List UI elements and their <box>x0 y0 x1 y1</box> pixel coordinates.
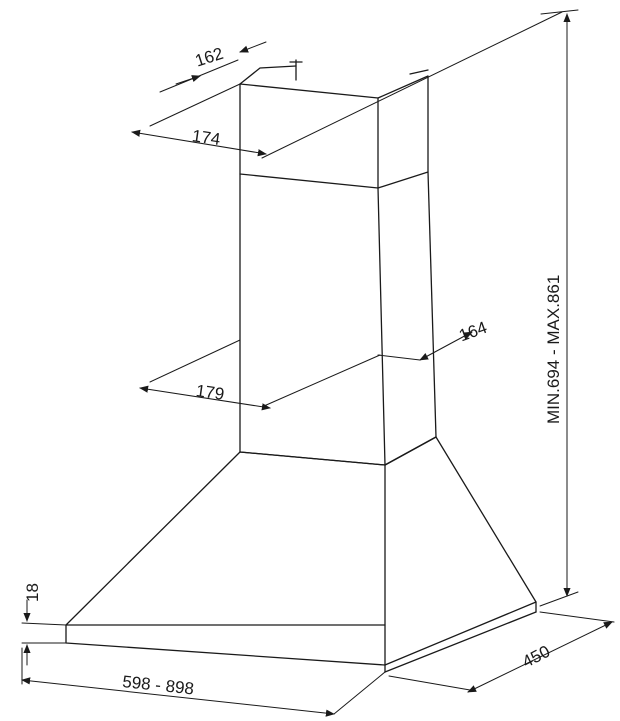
dimension-174: 174 <box>131 11 563 159</box>
dim-179-label: 179 <box>195 381 226 404</box>
dimension-width: 598 - 898 <box>21 647 386 717</box>
dimension-164: 164 <box>377 318 489 361</box>
dim-width-label: 598 - 898 <box>121 672 194 698</box>
lower-chimney <box>239 171 437 466</box>
dimension-179: 179 <box>139 339 381 411</box>
dimension-450: 450 <box>388 611 615 693</box>
dimension-height: MIN.694 - MAX.861 <box>539 9 579 607</box>
canopy <box>65 436 537 673</box>
dimension-18: 18 <box>21 583 67 666</box>
upper-chimney <box>239 59 429 189</box>
dim-450-label: 450 <box>519 642 553 672</box>
dim-162-label: 162 <box>193 44 226 71</box>
dim-164-label: 164 <box>456 318 489 346</box>
dim-174-label: 174 <box>191 126 222 149</box>
dim-height-label: MIN.694 - MAX.861 <box>544 275 563 424</box>
dim-18-label: 18 <box>23 583 42 602</box>
